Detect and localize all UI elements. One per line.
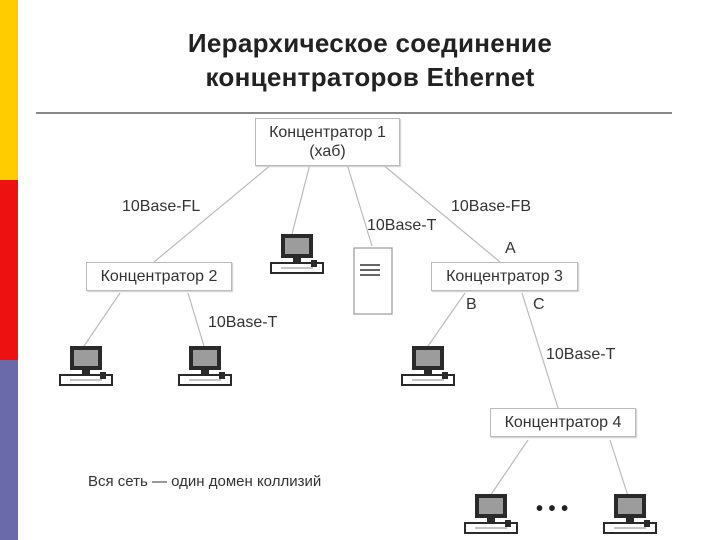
accent-stripe-purple	[0, 360, 18, 540]
link-label-10base-fl: 10Base-FL	[122, 198, 201, 215]
slide-title-line-2: концентраторов Ethernet	[205, 62, 535, 92]
computer-icon	[464, 493, 518, 534]
hub-2-label: Концентратор 2	[100, 268, 218, 285]
link-label-10base-t-hub2: 10Base-T	[208, 314, 278, 331]
hub-3-box: Концентратор 3	[431, 262, 578, 291]
link-hub3-pc	[427, 292, 466, 347]
hub-3-label: Концентратор 3	[446, 268, 563, 285]
computer-icon	[401, 345, 455, 386]
computer-icon	[603, 493, 657, 534]
hub-2-box: Концентратор 2	[86, 262, 232, 291]
port-label-a: A	[505, 240, 516, 257]
port-label-c: C	[533, 296, 545, 313]
link-label-10base-t-hub4: 10Base-T	[546, 346, 616, 363]
link-hub2-pc1	[83, 292, 121, 347]
link-hub2-pc2	[187, 292, 205, 347]
link-label-10base-fb: 10Base-FB	[451, 198, 532, 215]
collision-domain-caption: Вся сеть — один домен коллизий	[88, 473, 322, 490]
hub-1-box: Концентратор 1 (хаб)	[255, 118, 400, 166]
link-hub4-pc2	[609, 439, 629, 497]
link-label-10base-t-server: 10Base-T	[367, 217, 437, 234]
link-hub1-hub2	[153, 163, 273, 263]
hub-4-box: Концентратор 4	[490, 408, 636, 437]
computer-icon	[178, 345, 232, 386]
computer-icon	[59, 345, 113, 386]
hub-1-sublabel: (хаб)	[309, 143, 346, 160]
slide-title-line-1: Иерархическое соединение	[187, 28, 553, 58]
link-hub4-pc1	[489, 439, 529, 497]
link-hub1-hub3	[381, 163, 501, 263]
more-computers-ellipsis: • • •	[536, 498, 569, 520]
link-hub3-hub4	[521, 292, 559, 409]
port-label-b: B	[466, 296, 477, 313]
accent-stripe-red	[0, 180, 18, 360]
hub-4-label: Концентратор 4	[504, 414, 622, 431]
title-divider	[36, 112, 672, 114]
computer-icon	[270, 233, 324, 274]
accent-stripe-yellow	[0, 0, 18, 180]
connection-lines	[83, 163, 629, 497]
link-hub1-pc	[291, 163, 311, 235]
server-icon	[353, 247, 393, 315]
hub-1-label: Концентратор 1	[269, 124, 386, 141]
slide-title: Иерархическое соединение концентраторов …	[60, 26, 680, 94]
link-hub1-server	[346, 163, 373, 247]
